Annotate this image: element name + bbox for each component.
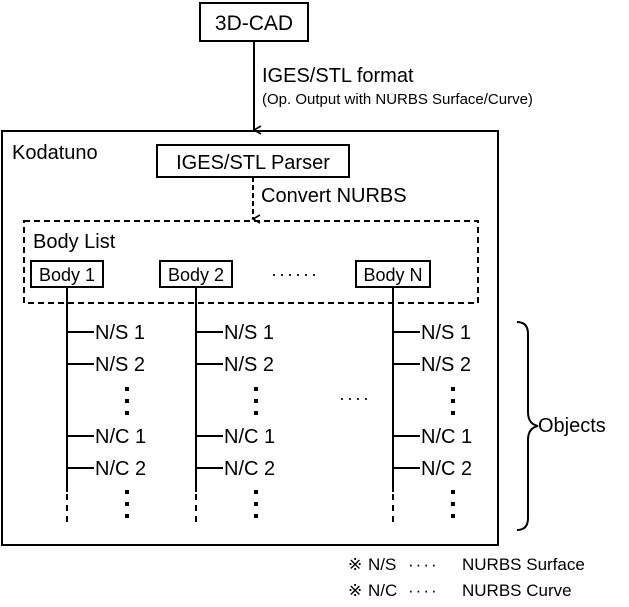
cad-node: 3D-CAD — [199, 2, 309, 42]
object-column: N/S 1 N/S 2 N/C 1 N/C 2 — [195, 287, 275, 524]
object-label: N/C 2 — [224, 458, 275, 480]
column-ellipsis: ···· — [339, 388, 371, 408]
object-columns: N/S 1 N/S 2 N/C 1 N/C 2 N/S 1 N/S 2 N/C 1 N/C 2… — [66, 287, 472, 524]
vertical-ellipsis-dot — [125, 490, 129, 494]
body-list-box — [23, 220, 479, 304]
objects-brace — [516, 321, 539, 531]
body-list-label: Body List — [33, 231, 116, 253]
parser-box — [156, 144, 350, 178]
body-label: Body 1 — [39, 265, 95, 285]
body-label: Body N — [363, 265, 422, 285]
objects-label: Objects — [538, 415, 606, 437]
legend-mark: ※ — [348, 581, 362, 600]
body-label: Body 2 — [168, 265, 224, 285]
parser-node: IGES/STL Parser — [156, 144, 350, 178]
kodatuno-box — [1, 130, 499, 546]
object-column: N/S 1 N/S 2 N/C 1 N/C 2 — [66, 287, 146, 524]
object-label: N/S 1 — [95, 322, 145, 344]
vertical-ellipsis-dot — [451, 514, 455, 518]
object-label: N/C 1 — [224, 426, 275, 448]
cad-box — [199, 2, 309, 42]
format-note: (Op. Output with NURBS Surface/Curve) — [262, 91, 533, 108]
legend-abbr: N/S — [368, 555, 396, 574]
legend-dots: ···· — [408, 581, 439, 600]
body-node-1: Body 1 — [30, 260, 104, 288]
vertical-ellipsis-dot — [254, 514, 258, 518]
body-box — [355, 260, 431, 288]
legend: ※ N/S ···· NURBS Surface ※ N/C ···· NURB… — [348, 555, 585, 600]
vertical-ellipsis-dot — [125, 502, 129, 506]
vertical-ellipsis-dot — [451, 399, 455, 403]
legend-meaning: NURBS Surface — [462, 555, 585, 574]
legend-item-nc: ※ N/C ···· NURBS Curve — [348, 581, 572, 600]
object-label: N/S 1 — [224, 322, 274, 344]
vertical-ellipsis-dot — [125, 387, 129, 391]
legend-item-ns: ※ N/S ···· NURBS Surface — [348, 555, 585, 574]
object-label: N/S 2 — [421, 354, 471, 376]
legend-abbr: N/C — [368, 581, 397, 600]
convert-label: Convert NURBS — [261, 185, 407, 207]
body-node-n: Body N — [355, 260, 431, 288]
vertical-ellipsis-dot — [125, 411, 129, 415]
parser-label: IGES/STL Parser — [176, 152, 330, 174]
legend-meaning: NURBS Curve — [462, 581, 572, 600]
vertical-ellipsis-dot — [254, 502, 258, 506]
vertical-ellipsis-dot — [125, 514, 129, 518]
object-label: N/C 2 — [95, 458, 146, 480]
vertical-ellipsis-dot — [254, 387, 258, 391]
body-node-2: Body 2 — [159, 260, 233, 288]
object-label: N/S 2 — [224, 354, 274, 376]
vertical-ellipsis-dot — [254, 411, 258, 415]
vertical-ellipsis-dot — [254, 490, 258, 494]
vertical-ellipsis-dot — [451, 411, 455, 415]
kodatuno-label: Kodatuno — [12, 142, 98, 164]
vertical-ellipsis-dot — [451, 502, 455, 506]
object-label: N/C 1 — [95, 426, 146, 448]
format-label: IGES/STL format — [262, 65, 414, 87]
vertical-ellipsis-dot — [451, 387, 455, 391]
vertical-ellipsis-dot — [254, 399, 258, 403]
object-label: N/C 1 — [421, 426, 472, 448]
object-label: N/C 2 — [421, 458, 472, 480]
body-box — [30, 260, 104, 288]
legend-dots: ···· — [408, 555, 439, 574]
legend-mark: ※ — [348, 555, 362, 574]
vertical-ellipsis-dot — [451, 490, 455, 494]
object-label: N/S 2 — [95, 354, 145, 376]
vertical-ellipsis-dot — [125, 399, 129, 403]
object-label: N/S 1 — [421, 322, 471, 344]
object-column: N/S 1 N/S 2 N/C 1 N/C 2 — [392, 287, 472, 524]
cad-label: 3D-CAD — [215, 12, 293, 35]
body-ellipsis: ······ — [271, 264, 319, 284]
